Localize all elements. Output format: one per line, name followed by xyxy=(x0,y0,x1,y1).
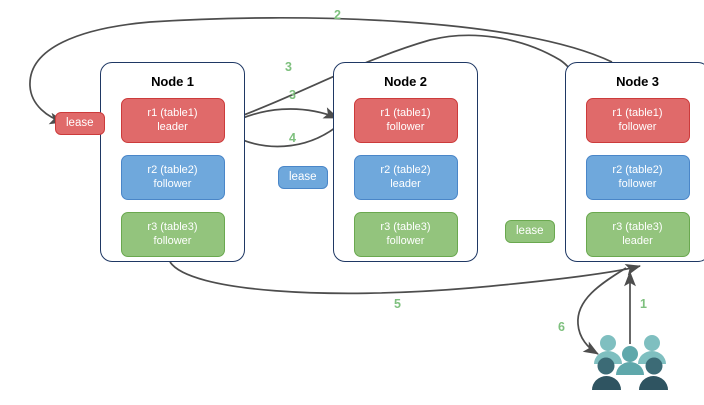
replica-role: follower xyxy=(153,235,192,247)
replica-role: leader xyxy=(390,178,421,190)
node-card-node2[interactable]: Node 2 r1 (table1) follower r2 (table2) … xyxy=(333,62,478,262)
node-title-node1: Node 1 xyxy=(151,74,194,89)
replica-role: follower xyxy=(386,121,425,133)
edge-label-step-3a: 3 xyxy=(285,60,292,74)
replica-node1-r3[interactable]: r3 (table3) follower xyxy=(120,212,225,257)
replica-node1-r2[interactable]: r2 (table2) follower xyxy=(120,155,225,200)
replica-role: follower xyxy=(386,235,425,247)
replica-name: r1 (table1) xyxy=(612,107,663,119)
replica-name: r2 (table2) xyxy=(147,164,198,176)
replica-role: leader xyxy=(622,235,653,247)
node-title-node2: Node 2 xyxy=(384,74,427,89)
replica-name: r2 (table2) xyxy=(380,164,431,176)
replica-name: r3 (table3) xyxy=(380,221,431,233)
lease-badge-r1[interactable]: lease xyxy=(55,112,105,135)
replica-name: r1 (table1) xyxy=(380,107,431,119)
node-card-node3[interactable]: Node 3 r1 (table1) follower r2 (table2) … xyxy=(565,62,704,262)
replica-name: r1 (table1) xyxy=(147,107,198,119)
edge-label-step-2: 2 xyxy=(334,8,341,22)
replica-node2-r3[interactable]: r3 (table3) follower xyxy=(353,212,458,257)
replica-name: r2 (table2) xyxy=(612,164,663,176)
node-title-node3: Node 3 xyxy=(616,74,659,89)
replica-node3-r3[interactable]: r3 (table3) leader xyxy=(585,212,690,257)
replica-role: follower xyxy=(618,178,657,190)
replica-node3-r1[interactable]: r1 (table1) follower xyxy=(585,98,690,143)
edge-label-step-6: 6 xyxy=(558,320,565,334)
replica-role: follower xyxy=(153,178,192,190)
edge-label-step-5: 5 xyxy=(394,297,401,311)
edge-step-5 xyxy=(169,261,641,295)
edge-label-step-1: 1 xyxy=(640,297,647,311)
edge-label-step-4: 4 xyxy=(289,131,296,145)
node-card-node1[interactable]: Node 1 r1 (table1) leader r2 (table2) fo… xyxy=(100,62,245,262)
replica-name: r3 (table3) xyxy=(147,221,198,233)
people-group-icon xyxy=(592,335,668,390)
lease-badge-r2[interactable]: lease xyxy=(278,166,328,189)
edge-label-step-3b: 3 xyxy=(289,88,296,102)
lease-badge-r3[interactable]: lease xyxy=(505,220,555,243)
replica-role: follower xyxy=(618,121,657,133)
replica-name: r3 (table3) xyxy=(612,221,663,233)
edge-step-4 xyxy=(229,123,341,148)
replica-node3-r2[interactable]: r2 (table2) follower xyxy=(585,155,690,200)
replica-role: leader xyxy=(157,121,188,133)
replica-node2-r2[interactable]: r2 (table2) leader xyxy=(353,155,458,200)
replica-node2-r1[interactable]: r1 (table1) follower xyxy=(353,98,458,143)
replica-node1-r1[interactable]: r1 (table1) leader xyxy=(120,98,225,143)
